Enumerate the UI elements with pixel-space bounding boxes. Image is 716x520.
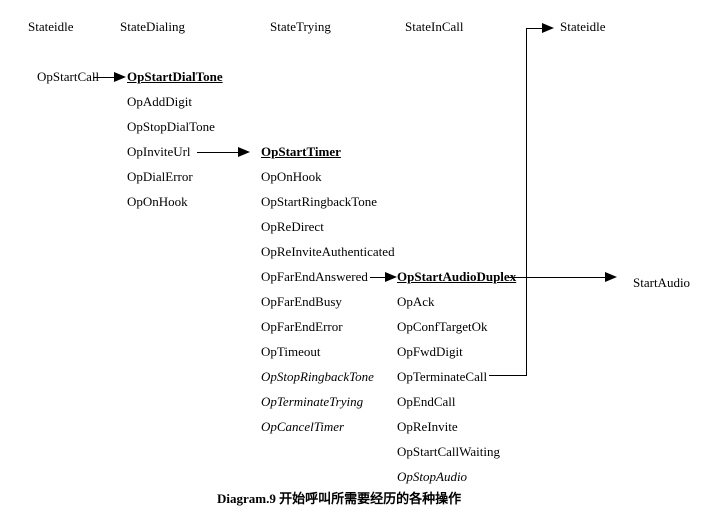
op-far-end-answered: OpFarEndAnswered: [261, 269, 368, 284]
op-ack: OpAck: [397, 294, 435, 309]
op-stop-audio: OpStopAudio: [397, 469, 468, 484]
op-start-call-waiting: OpStartCallWaiting: [397, 444, 500, 459]
op-on-hook-dialing: OpOnHook: [127, 194, 188, 209]
diagram-caption: Diagram.9 开始呼叫所需要经历的各种操作: [217, 491, 462, 506]
op-redirect: OpReDirect: [261, 219, 324, 234]
op-far-end-busy: OpFarEndBusy: [261, 294, 342, 309]
connector-terminatecall-hline: [489, 375, 527, 376]
arrow-inviteurl-head-icon: [238, 147, 250, 157]
header-statetrying: StateTrying: [270, 19, 331, 34]
op-terminate-call: OpTerminateCall: [397, 369, 488, 384]
op-invite-url: OpInviteUrl: [127, 144, 191, 159]
op-reinvite-authenticated: OpReInviteAuthenticated: [261, 244, 395, 259]
connector-terminatecall-vline: [526, 28, 527, 376]
arrow-startcall-head-icon: [114, 72, 126, 82]
arrow-farendanswered-head-icon: [385, 272, 397, 282]
op-add-digit: OpAddDigit: [127, 94, 192, 109]
op-start-dial-tone: OpStartDialTone: [127, 69, 223, 84]
op-start-ringback-tone: OpStartRingbackTone: [261, 194, 378, 209]
op-far-end-error: OpFarEndError: [261, 319, 343, 334]
op-terminate-trying: OpTerminateTrying: [261, 394, 364, 409]
arrow-startaudio-line: [508, 277, 606, 278]
op-on-hook-trying: OpOnHook: [261, 169, 322, 184]
op-stop-dial-tone: OpStopDialTone: [127, 119, 215, 134]
header-stateidle-right: Stateidle: [560, 19, 606, 34]
arrow-farendanswered-line: [370, 277, 386, 278]
start-audio-label: StartAudio: [633, 275, 691, 290]
connector-terminatecall-topline: [526, 28, 543, 29]
arrow-inviteurl-line: [197, 152, 239, 153]
arrow-startcall-line: [93, 77, 115, 78]
op-reinvite: OpReInvite: [397, 419, 458, 434]
op-timeout: OpTimeout: [261, 344, 321, 359]
op-stop-ringback-tone: OpStopRingbackTone: [261, 369, 374, 384]
arrow-startaudio-head-icon: [605, 272, 617, 282]
op-start-call-label: OpStartCall: [37, 69, 100, 84]
op-fwd-digit: OpFwdDigit: [397, 344, 463, 359]
op-conf-target-ok: OpConfTargetOk: [397, 319, 488, 334]
arrow-stateidle-head-icon: [542, 23, 554, 33]
header-stateincall: StateInCall: [405, 19, 464, 34]
op-cancel-timer: OpCancelTimer: [261, 419, 345, 434]
op-start-timer: OpStartTimer: [261, 144, 341, 159]
op-start-audio-duplex: OpStartAudioDuplex: [397, 269, 517, 284]
header-statedialing: StateDialing: [120, 19, 185, 34]
op-dial-error: OpDialError: [127, 169, 193, 184]
op-end-call: OpEndCall: [397, 394, 456, 409]
header-stateidle-left: Stateidle: [28, 19, 74, 34]
